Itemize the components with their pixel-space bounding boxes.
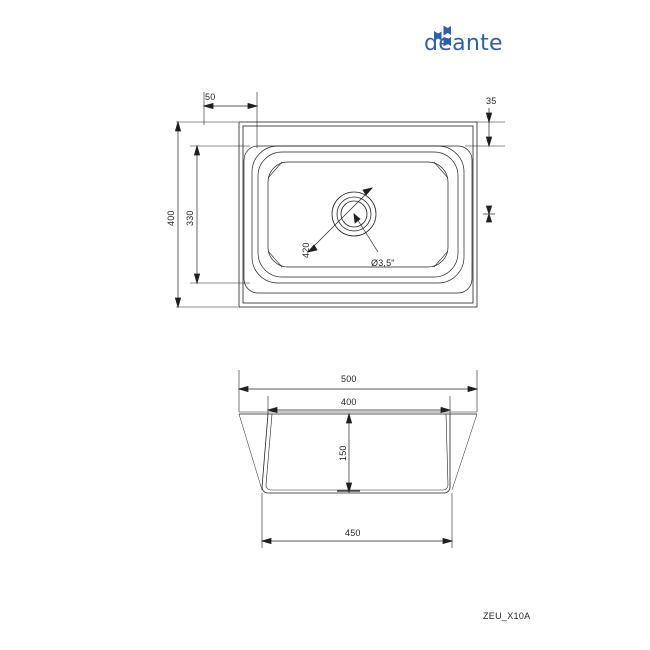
drain-inner-circle [340, 200, 368, 228]
dim-label-bowl-bottom-width: 450 [345, 528, 361, 538]
bowl-bottom-width-arrow-l [260, 537, 272, 545]
dim-label-ledge-left: 50 [205, 92, 216, 102]
drain-outer-circle [331, 191, 377, 237]
dim-label-overall-height: 400 [166, 210, 176, 226]
overall-width-arrow-r [467, 385, 479, 393]
bowl-bottom-width-arrow-r [442, 537, 454, 545]
sink-outer-rim [238, 121, 478, 308]
bowl-width-arrow-start [306, 244, 318, 253]
dim-label-overall-width: 500 [341, 374, 357, 384]
bowl-width-arrow-end [362, 187, 374, 196]
overall-height-arrow-bottom [174, 297, 182, 309]
dim-label-bowl-top-width: 400 [341, 397, 357, 407]
ledge-top-arrow-dn [485, 136, 493, 148]
corner-bevel-tr [433, 161, 449, 179]
dim-label-bowl-height: 330 [185, 210, 195, 226]
bowl-depth-arrow-top [345, 412, 353, 424]
front-right-hatch [451, 413, 478, 491]
front-bowl-body-inner [265, 413, 449, 491]
drain-mid-circle [336, 196, 372, 232]
brand-wordmark: deante [424, 31, 503, 56]
right-tick-arrow-dn [485, 212, 493, 223]
top-view-group [174, 92, 505, 309]
overall-width-arrow-l [237, 385, 249, 393]
bowl-base [267, 161, 449, 268]
bowl-rim-2 [257, 151, 459, 278]
bowl-depth-arrow-bottom [345, 482, 353, 494]
drain-leader-arrow [353, 213, 361, 224]
bowl-top-width-arrow-l [266, 406, 278, 414]
corner-bevel-bl [267, 250, 283, 268]
bowl-top-width-arrow-r [440, 406, 452, 414]
deante-flower-logo [434, 25, 451, 47]
bowl-width-dim-line [307, 187, 373, 253]
dim-label-drain-diameter: Ø3,5" [371, 258, 395, 268]
front-view-group [237, 370, 479, 548]
product-code-label: ZEU_X10A [483, 611, 531, 621]
corner-bevel-br [433, 250, 449, 268]
bowl-height-arrow-bottom [193, 273, 201, 285]
front-left-hatch [238, 413, 263, 491]
front-bowl-body [261, 413, 451, 494]
right-tick-arrow-up [485, 205, 493, 216]
bowl-height-arrow-top [193, 144, 201, 156]
bowl-outline-outer [243, 145, 473, 294]
ledge-left-arrow-r [247, 102, 259, 110]
corner-bevel-tl [267, 161, 283, 179]
dim-label-ledge-top: 35 [486, 96, 497, 106]
dim-label-bowl-width: 420 [301, 242, 311, 258]
dim-label-bowl-depth: 150 [338, 445, 348, 461]
sink-inner-rim [242, 125, 474, 304]
ledge-top-arrow-up [485, 112, 493, 124]
bowl-rim-1 [251, 145, 465, 284]
overall-height-arrow-top [174, 120, 182, 132]
ledge-left-arrow-l [202, 102, 214, 110]
